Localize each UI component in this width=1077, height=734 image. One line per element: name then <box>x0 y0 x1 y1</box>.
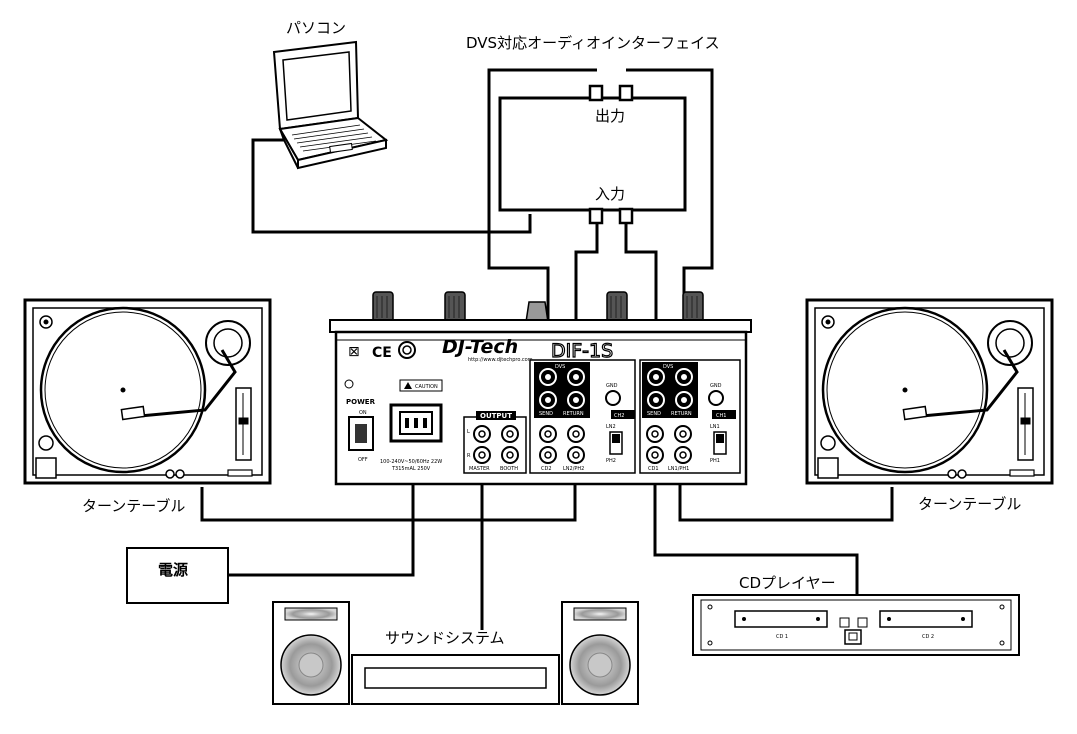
cables <box>200 68 894 630</box>
cable-cd-player <box>653 474 859 595</box>
fuse-label: T315mAL 250V <box>391 466 431 472</box>
mixer-url: http://www.djtechpro.com <box>468 357 533 363</box>
ch2-gnd-label: GND <box>606 383 618 389</box>
ch2-label: CH2 <box>614 413 624 419</box>
ch2-ln-label: LN2 <box>606 424 616 430</box>
interface-output-port-1 <box>588 84 604 102</box>
ch1-gnd-label: GND <box>710 383 722 389</box>
output-r-label: R <box>467 453 471 459</box>
cd-player-label: CDプレイヤー <box>739 574 836 592</box>
cable-left-turntable <box>200 474 577 522</box>
interface-box <box>498 96 687 212</box>
cable-right-turntable <box>678 474 894 522</box>
laptop-pc <box>272 40 389 170</box>
power-off-label: OFF <box>358 457 368 463</box>
power-label: POWER <box>346 398 376 406</box>
ch1-label: CH1 <box>716 413 726 419</box>
audio-interface <box>498 84 687 225</box>
cd-slot-1-label: CD 1 <box>776 634 788 640</box>
caution-label: CAUTION <box>415 384 438 390</box>
mixer-brand: DJ-Tech <box>442 336 518 358</box>
cd-player: CD 1 CD 2 <box>692 594 1020 656</box>
power-on-label: ON <box>359 410 367 416</box>
ch1-dvs-label: DVS <box>663 364 673 370</box>
power-source-box <box>126 547 229 604</box>
interface-input-port-2 <box>618 207 634 225</box>
sound-system-label: サウンドシステム <box>385 629 505 647</box>
ch2-dvs-label: DVS <box>555 364 565 370</box>
interface-output-label: 出力 <box>595 107 625 125</box>
ch2-send-label: SEND <box>539 411 553 417</box>
ch1-cd-label: CD1 <box>648 466 659 472</box>
ch1-gnd-terminal[interactable] <box>708 390 724 406</box>
ch2-return-label: RETURN <box>563 411 584 417</box>
interface-input-label: 入力 <box>595 185 625 203</box>
output-panel <box>463 416 527 474</box>
ch1-ph-label: PH1 <box>710 458 720 464</box>
mixer-top-plate <box>329 319 752 333</box>
interface-title: DVS対応オーディオインターフェイス <box>466 34 720 52</box>
sound-system <box>272 601 639 705</box>
turntable-left-label: ターンテーブル <box>82 497 185 515</box>
svg-text:⊠: ⊠ <box>348 344 360 360</box>
ch1-ln-ph-label: LN1/PH1 <box>668 466 689 472</box>
ch2-ln-ph-label: LN2/PH2 <box>563 466 584 472</box>
cd-slot-2-label: CD 2 <box>922 634 934 640</box>
cable-in-left-ch2 <box>574 222 599 340</box>
cable-power <box>228 444 415 577</box>
booth-label: BOOTH <box>500 466 518 472</box>
ch2-gnd-terminal[interactable] <box>605 390 621 406</box>
mixer-model: DIF-1S <box>551 340 613 362</box>
power-source-label: 電源 <box>158 561 188 579</box>
ch2-cd-label: CD2 <box>541 466 552 472</box>
output-l-label: L <box>467 429 470 435</box>
svg-text:CE: CE <box>372 345 392 361</box>
interface-input-port-1 <box>588 207 604 225</box>
ch1-ln-label: LN1 <box>710 424 720 430</box>
ch1-send-label: SEND <box>647 411 661 417</box>
interface-output-port-2 <box>618 84 634 102</box>
cable-in-right-ch1 <box>624 222 658 340</box>
voltage-label: 100-240V~50/60Hz 22W <box>380 459 442 465</box>
cable-out-left-ch2 <box>487 68 597 340</box>
ch2-ph-label: PH2 <box>606 458 616 464</box>
ch1-return-label: RETURN <box>671 411 692 417</box>
master-label: MASTER <box>469 466 490 472</box>
turntable-left <box>23 298 272 485</box>
pc-label: パソコン <box>286 19 346 37</box>
output-title: OUTPUT <box>480 412 512 420</box>
cd-slot-1 <box>734 610 828 628</box>
turntable-right <box>805 298 1054 485</box>
mixer-knobs <box>372 291 704 323</box>
turntable-right-label: ターンテーブル <box>918 495 1021 513</box>
cd-slot-2 <box>879 610 973 628</box>
dj-mixer: ⊠ CE DJ-Tech http://www.djtechpro.com DI… <box>329 291 752 486</box>
cable-pc-interface <box>251 138 532 234</box>
